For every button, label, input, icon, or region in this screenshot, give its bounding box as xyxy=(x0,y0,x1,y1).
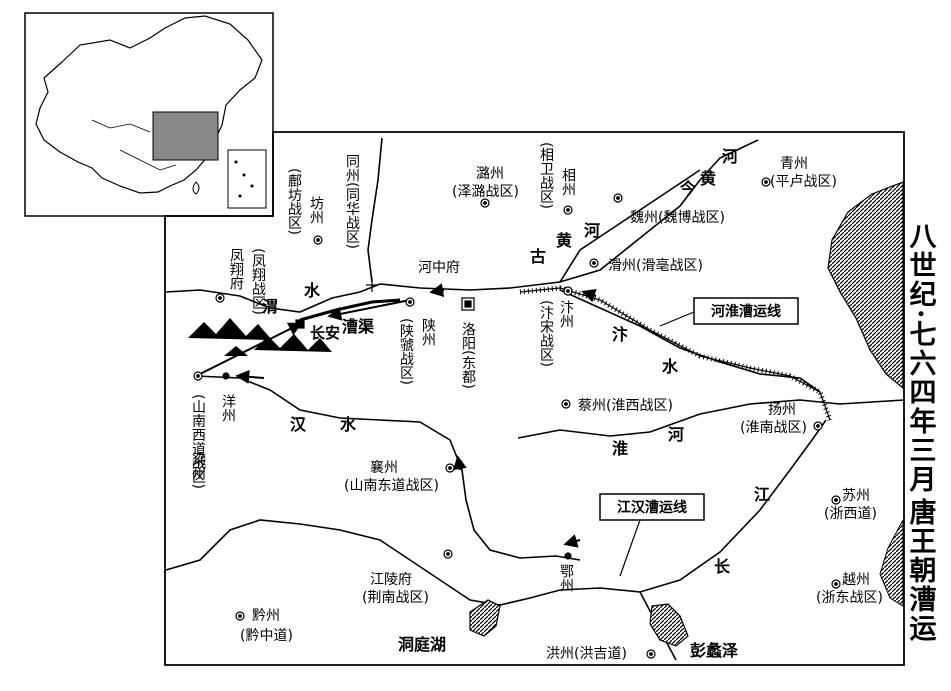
route-label-huaihe: 河淮漕运线 xyxy=(659,297,799,327)
suzhou-label: 苏州 xyxy=(842,488,870,504)
jiang-label: 江 xyxy=(754,485,770,504)
jin-label: 今 xyxy=(679,179,696,198)
yuezhou-label: 越州 xyxy=(842,572,870,588)
huai2-label: 河 xyxy=(668,425,684,444)
jianglingfu-zq-label: (荆南战区) xyxy=(362,590,429,606)
huai-river xyxy=(517,399,905,439)
city-markers xyxy=(193,177,841,659)
hainan-island xyxy=(192,181,200,195)
arrow-liangzhou-changan xyxy=(195,322,303,377)
changan-marker xyxy=(295,319,305,329)
yangzhou2-marker xyxy=(222,372,230,380)
tongzhou-label: 同州(同华战区) xyxy=(344,154,360,249)
hongzhou-label: 洪州(洪吉道) xyxy=(546,646,627,662)
caizhou-label: 蔡州(淮西战区) xyxy=(578,398,673,414)
luzhou-label: 潞州 xyxy=(476,166,504,182)
inset-china-map xyxy=(24,12,274,217)
bian-label: 汴 xyxy=(612,325,628,344)
changan-label: 长安 xyxy=(310,324,340,342)
qingzhou-label: 青州 xyxy=(780,156,808,172)
arrow-han-north xyxy=(452,455,467,471)
bian2-label: 水 xyxy=(662,357,679,376)
yangzhou2-label: 洋州 xyxy=(220,394,236,422)
yangzhou-label: 扬州 xyxy=(768,402,796,418)
qianzhou-zq-label: (黔中道) xyxy=(240,628,293,644)
route-label-jianghan: 江汉漕运线 xyxy=(599,493,705,577)
huai-label: 淮 xyxy=(612,439,628,458)
yangtze-river xyxy=(165,419,827,606)
liangzhou-zq-label: (山南西道战区) xyxy=(190,394,206,489)
fengxiang-zq-label: (凤翔战区) xyxy=(250,248,266,315)
shanzhou-zq-label: (陕虢战区) xyxy=(398,318,414,385)
han2-label: 水 xyxy=(340,415,357,434)
bianzhou-zq-label: (汴宋战区) xyxy=(538,300,554,367)
bianzhou-label: 汴州 xyxy=(558,300,574,328)
caoqu-label: 漕渠 xyxy=(342,317,375,336)
han-river xyxy=(195,375,581,561)
ezhou-marker xyxy=(564,552,572,560)
xiangzhou2-label: 襄州 xyxy=(370,460,398,476)
suzhou-zq-label: (浙西道) xyxy=(824,506,877,522)
luoyang-label: 洛阳(东都) xyxy=(460,322,476,389)
han-label: 汉 xyxy=(290,415,307,434)
hezhongfu-label: 河中府 xyxy=(418,260,460,276)
huazhou-label: 滑州(滑亳战区) xyxy=(608,257,703,274)
inset-south-sea-box xyxy=(227,149,267,209)
jianglingfu-label: 江陵府 xyxy=(370,572,412,588)
huang2-label: 河 xyxy=(584,221,600,240)
east-sea-lower xyxy=(879,519,904,607)
luo-river xyxy=(367,137,383,283)
xiangzhou-label: 相州 xyxy=(560,168,576,196)
transport-arrows xyxy=(195,283,597,548)
liangzhou-label: 梁州 xyxy=(190,452,206,480)
rivers xyxy=(165,137,905,661)
wei-river xyxy=(165,283,381,313)
east-sea xyxy=(827,181,904,390)
chang-label: 长 xyxy=(714,557,731,576)
inset-highlight-region xyxy=(152,111,219,161)
wei-label: 渭 xyxy=(262,297,278,316)
yangzhou-zq-label: (淮南战区) xyxy=(740,420,807,436)
yellow-river xyxy=(379,139,759,291)
luzhou-zq-label: (泽潞战区) xyxy=(452,184,519,200)
wei2-label: 水 xyxy=(304,281,321,300)
title-upper: 八世纪·七六四年三月 xyxy=(905,222,938,494)
arrow-yangtze-west xyxy=(563,534,581,548)
canal-routes xyxy=(299,285,833,421)
arrow-yellow-west xyxy=(429,283,445,298)
title-lower: 唐王朝漕运 xyxy=(905,497,937,643)
city-labels: 长安 河中府 凤翔府 (凤翔战区) (鄜坊战区) 坊州 同州(同华战区) 陕州 … xyxy=(190,142,883,662)
yuezhou-zq-label: (浙东战区) xyxy=(816,590,883,606)
shanzhou-label: 陕州 xyxy=(420,318,436,346)
xiangzhou2-zq-label: (山南东道战区) xyxy=(344,478,439,494)
huang-new-label: 黄 xyxy=(700,169,716,188)
arrow-han-west xyxy=(235,369,265,384)
route-huaihe-label: 河淮漕运线 xyxy=(711,303,781,320)
poyang-lake xyxy=(649,603,689,647)
inset-river-2 xyxy=(119,149,177,171)
fengxiangfu-label: 凤翔府 xyxy=(228,248,244,291)
he-new-label: 河 xyxy=(722,147,738,166)
qianzhou-label: 黔州 xyxy=(252,608,280,624)
inset-river xyxy=(91,119,151,133)
arrow-bian-west xyxy=(581,288,597,303)
huang1-label: 黄 xyxy=(556,231,572,250)
weizhou-label: 魏州(魏博战区) xyxy=(630,209,725,226)
fangzhou-zq-label: (鄜坊战区) xyxy=(286,168,302,235)
qingzhou-zq-label: (平卢战区) xyxy=(770,174,837,190)
ezhou-label: 鄂州 xyxy=(558,564,574,592)
yellow-river-old xyxy=(559,169,701,283)
gu-label: 古 xyxy=(530,247,546,266)
arrow-shanzhou-changan xyxy=(327,299,411,321)
xiangzhou-zq-label: (相卫战区) xyxy=(538,142,554,209)
main-map-frame xyxy=(164,131,905,666)
compass-mark xyxy=(366,278,378,292)
poyangze-label: 彭蠡泽 xyxy=(690,641,738,660)
water-labels: 渭 水 漕渠 黄 河 古 今 黄 河 汴 水 汉 水 淮 河 江 长 洞庭湖 彭… xyxy=(262,147,770,660)
dongting-lake xyxy=(469,599,501,637)
route-jianghan-label: 江汉漕运线 xyxy=(617,499,687,516)
dongtinghu-label: 洞庭湖 xyxy=(398,635,446,654)
fangzhou-label: 坊州 xyxy=(308,196,324,224)
